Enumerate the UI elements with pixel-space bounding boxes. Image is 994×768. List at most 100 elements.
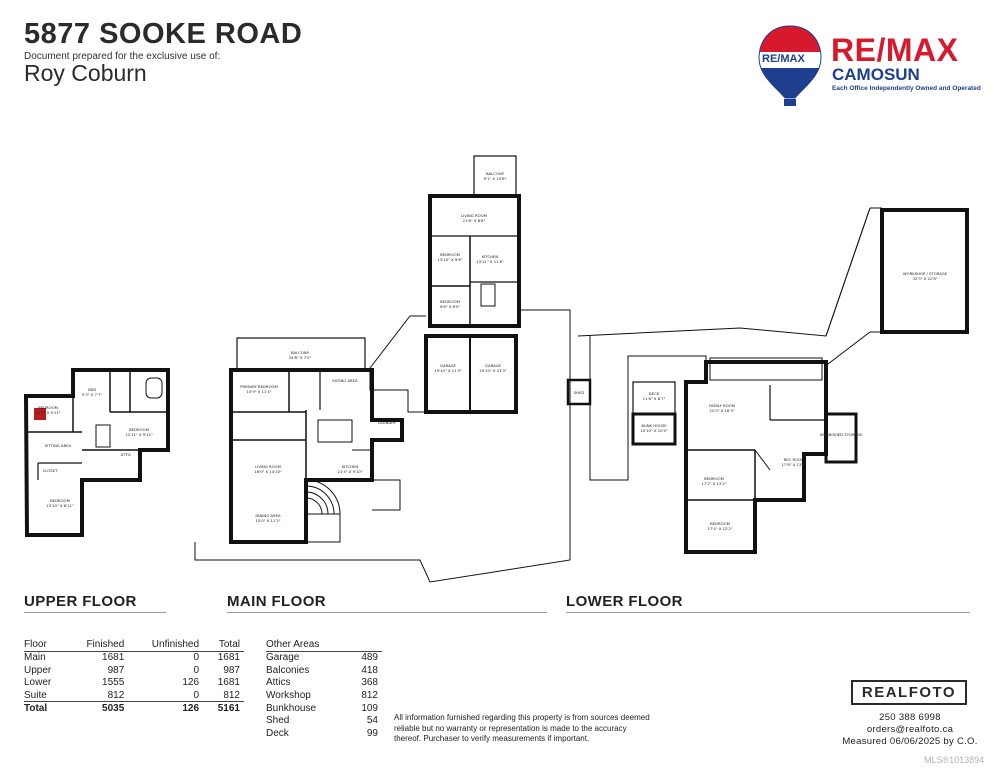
- room-label: BEDROOM: [440, 299, 460, 304]
- room-label: REC ROOM: [784, 457, 805, 462]
- room-label: CLOSET: [43, 468, 58, 473]
- mls-number: MLS®1013894: [924, 755, 985, 765]
- realfoto-logo: REALFOTO: [851, 680, 967, 705]
- table-cell: Balconies: [266, 664, 310, 676]
- main-floor-rule: [227, 612, 547, 613]
- room-dims: 18'0" X 14'10": [254, 469, 282, 474]
- remax-logo: RE/MAX RE/MAX CAMOSUN Each Office Indepe…: [755, 22, 981, 112]
- room-label: BEDROOM: [440, 252, 460, 257]
- room-label: DEN: [88, 387, 96, 392]
- table-cell: 812: [361, 689, 378, 701]
- room-dims: 13'11" X 11'8": [476, 259, 504, 264]
- lower-floor-label: LOWER FLOOR: [566, 593, 683, 610]
- room-label: LIVING ROOM: [255, 464, 281, 469]
- room-label: LAUNDRY: [378, 420, 397, 425]
- floor-plan-drawing: DEN 5'3" X 7'7" BEDROOM 11'2" X 9'11" BE…: [23, 155, 969, 583]
- measured-date: Measured 06/06/2025 by C.O.: [842, 736, 978, 747]
- table-cell: 1681: [102, 652, 125, 664]
- room-dims: 9'8" X 8'0": [440, 304, 461, 309]
- table-cell: 5035: [102, 702, 125, 714]
- room-dims: 11'2" X 9'11": [35, 410, 60, 415]
- room-label: BALCONY: [291, 350, 310, 355]
- room-label: SHED: [574, 390, 585, 395]
- room-dims: 19'10" X 11'3": [434, 368, 462, 373]
- remax-brand: RE/MAX: [831, 32, 959, 68]
- balloon-icon: [758, 25, 822, 106]
- table-cell: Deck: [266, 727, 289, 739]
- table-cell: Bunkhouse: [266, 702, 317, 714]
- client-name: Roy Coburn: [24, 60, 147, 86]
- upper-floor-plan: [23, 368, 170, 537]
- room-dims: 12'11" X 9'11": [125, 432, 153, 437]
- remax-tagline: Each Office Independently Owned and Oper…: [832, 85, 981, 92]
- table-cell: 0: [193, 652, 200, 664]
- main-floor-label: MAIN FLOOR: [227, 593, 326, 610]
- table-cell: 126: [182, 677, 200, 689]
- remax-office: CAMOSUN: [832, 65, 920, 84]
- table-cell: 812: [107, 689, 125, 701]
- table-cell: 1681: [217, 652, 240, 664]
- room-dims: 21'4" X 9'10": [337, 469, 362, 474]
- table-cell: Upper: [24, 664, 52, 676]
- floor-area-table: Floor Finished Unfinished Total Main 168…: [24, 638, 244, 714]
- prepared-for-label: Document prepared for the exclusive use …: [24, 51, 221, 62]
- table-row: Lower 1555 126 1681: [24, 676, 244, 689]
- table-cell: 109: [361, 702, 378, 714]
- balloon-badge: RE/MAX: [762, 53, 805, 65]
- upper-floor-label: UPPER FLOOR: [24, 593, 137, 610]
- table-cell: 5161: [217, 702, 240, 714]
- room-label: DECK: [649, 391, 660, 396]
- room-dims: 9'1" X 10'8": [484, 176, 507, 181]
- table-cell: 126: [182, 702, 200, 714]
- room-label: SITTING AREA: [45, 443, 72, 448]
- room-label: GARAGE: [485, 363, 501, 368]
- property-address: 5877 SOOKE ROAD: [24, 18, 303, 50]
- room-dims: 32'3" X 22'8": [912, 276, 937, 281]
- room-label: UNFINISHED STORAGE: [820, 432, 863, 437]
- room-dims: 17'8" X 13'6": [781, 462, 806, 467]
- room-label: BUNK HOUSE: [641, 423, 667, 428]
- table-cell: 0: [193, 689, 200, 701]
- room-dims: 15'9" X 11'4": [246, 389, 271, 394]
- room-dims: 5'3" X 7'7": [82, 392, 103, 397]
- table-header: Total: [218, 638, 240, 650]
- table-cell: Suite: [24, 689, 47, 701]
- room-label: LIVING ROOM: [461, 213, 487, 218]
- table-header: Finished: [86, 638, 125, 650]
- lower-floor-plan: [566, 207, 969, 554]
- room-label: GARAGE: [440, 363, 456, 368]
- table-cell: 99: [366, 727, 378, 739]
- lower-floor-rule: [566, 612, 970, 613]
- table-cell: Attics: [266, 677, 291, 689]
- room-dims: 22'0" X 16'3": [709, 408, 734, 413]
- room-dims: 34'8" X 7'0": [289, 355, 312, 360]
- table-cell: 1555: [102, 677, 125, 689]
- room-dims: 17'4" X 12'2": [707, 526, 732, 531]
- table-cell: 812: [223, 689, 240, 701]
- room-label: EATING AREA: [332, 378, 358, 383]
- room-label: KITCHEN: [342, 464, 359, 469]
- table-cell: Total: [24, 702, 48, 714]
- table-cell: 987: [107, 664, 125, 676]
- room-label: WORKSHOP / STORAGE: [903, 271, 948, 276]
- room-dims: 21'8" X 8'8": [463, 218, 486, 223]
- room-label: BEDROOM: [129, 427, 149, 432]
- room-label: PRIMARY BEDROOM: [240, 384, 278, 389]
- table-cell: Main: [24, 652, 46, 664]
- room-label: BALCONY: [486, 171, 505, 176]
- table-header: Floor: [24, 638, 47, 650]
- room-label: BEDROOM: [704, 476, 724, 481]
- table-total-row: Total 5035 126 5161: [24, 701, 244, 715]
- table-row: Main 1681 0 1681: [24, 651, 244, 664]
- room-dims: 10'10" X 10'0": [640, 428, 668, 433]
- room-label: FAMILY ROOM: [709, 403, 735, 408]
- table-cell: 1681: [217, 677, 240, 689]
- room-label: DINING AREA: [255, 513, 281, 518]
- table-header: Unfinished: [151, 638, 200, 650]
- table-cell: 987: [223, 664, 240, 676]
- table-cell: 489: [361, 652, 378, 664]
